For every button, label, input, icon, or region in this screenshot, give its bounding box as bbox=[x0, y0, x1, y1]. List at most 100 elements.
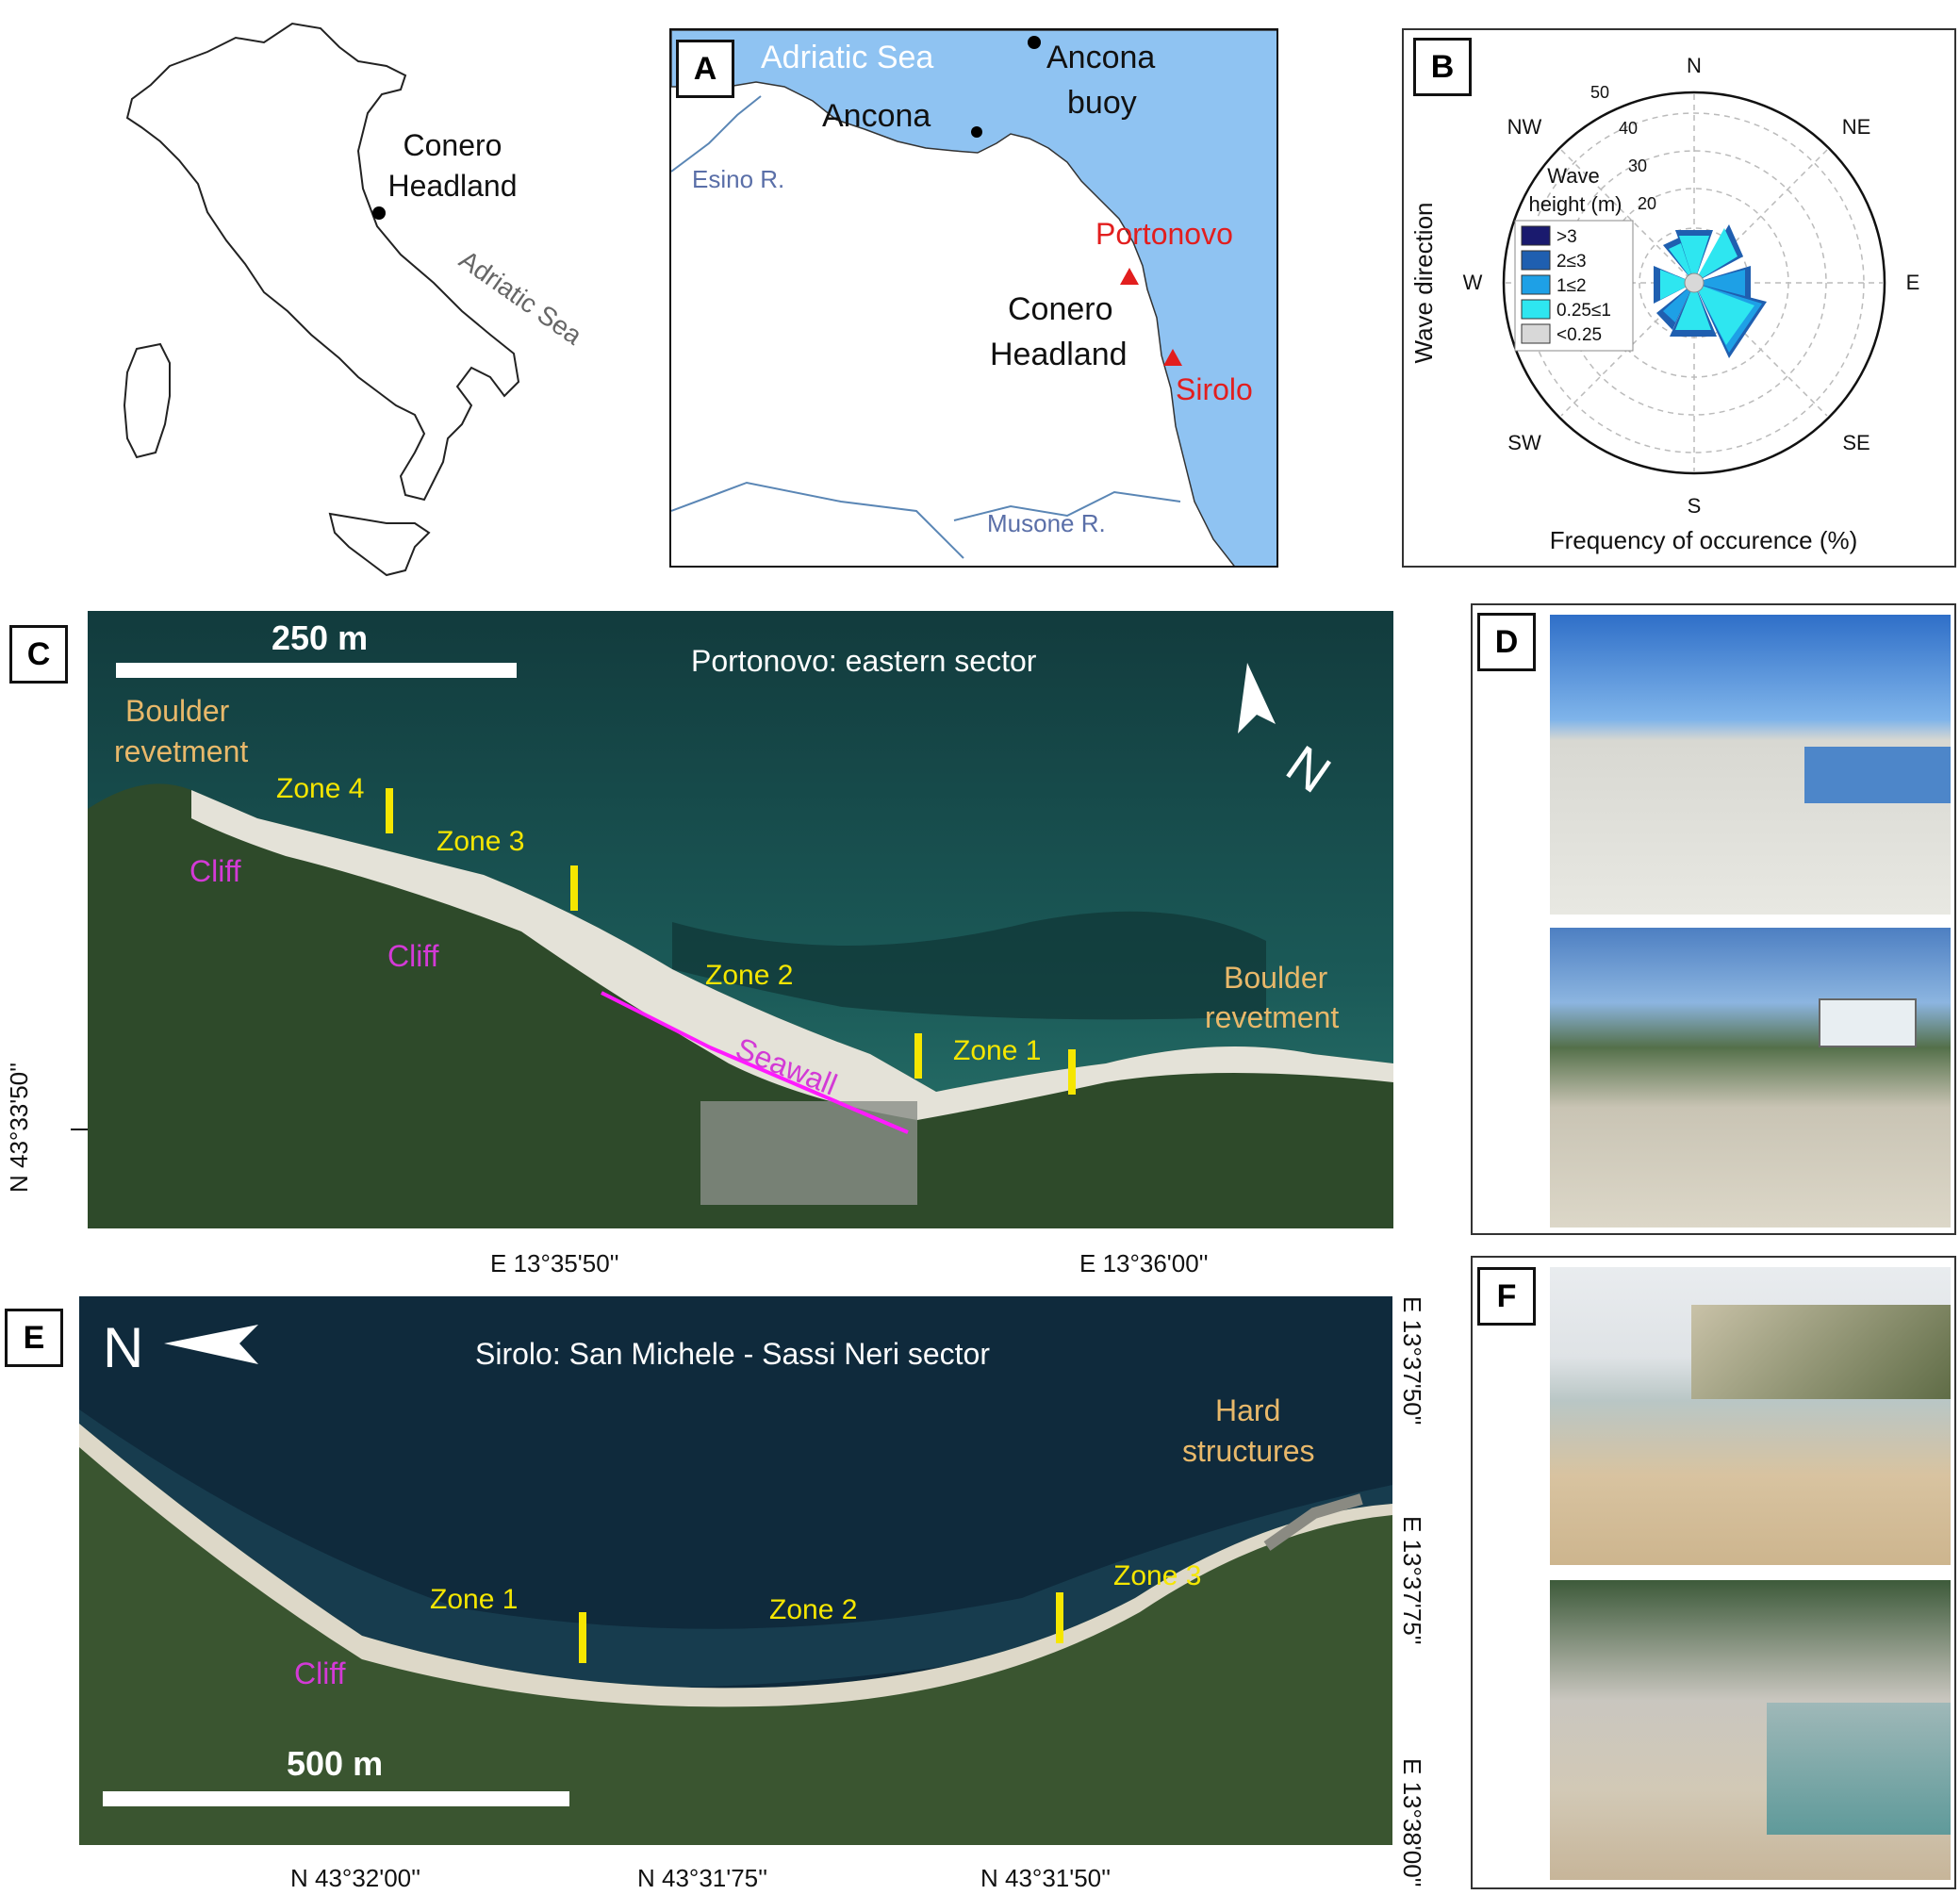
conero-marker bbox=[372, 206, 386, 220]
panel-e-north-label: N bbox=[103, 1316, 144, 1379]
panel-a-headland-2: Headland bbox=[990, 337, 1128, 372]
legend-swatch-3 bbox=[1521, 274, 1551, 295]
zone-marker-c-1 bbox=[386, 788, 393, 833]
petal-w-inner bbox=[1660, 270, 1694, 300]
petal-sw-inner bbox=[1663, 283, 1694, 322]
photo-f1 bbox=[1550, 1267, 1951, 1565]
photo-f2-sea bbox=[1767, 1703, 1951, 1835]
esino-label: Esino R. bbox=[692, 165, 785, 193]
legend-items: >3 2≤3 1≤2 0.25≤1 <0.25 bbox=[1521, 225, 1611, 345]
ring-label-50: 50 bbox=[1590, 83, 1609, 102]
zone-marker-c-3 bbox=[914, 1033, 922, 1079]
zone-markers-c bbox=[386, 788, 1076, 1095]
rose-outer bbox=[1502, 91, 1886, 475]
musone-label: Musone R. bbox=[987, 509, 1106, 537]
panel-a-letter: A bbox=[676, 40, 734, 98]
hard-structure-jetty bbox=[1263, 1493, 1363, 1551]
panel-e-terrain bbox=[79, 1296, 1392, 1845]
photo-d2-building bbox=[1819, 998, 1917, 1047]
dir-sw: SW bbox=[1507, 431, 1541, 454]
legend-label-1: >3 bbox=[1556, 227, 1577, 247]
panel-c-lon2: E 13°36'00'' bbox=[1079, 1249, 1209, 1277]
panel-e-lat2: N 43°31'75'' bbox=[637, 1864, 768, 1892]
panel-e-aerial-photo: N Sirolo: San Michele - Sassi Neri secto… bbox=[79, 1296, 1392, 1845]
boulder-label-2b: revetment bbox=[1205, 1000, 1340, 1034]
portonovo-marker bbox=[1120, 268, 1139, 285]
land-e bbox=[79, 1424, 1392, 1845]
beach-e bbox=[79, 1424, 1392, 1707]
photo-f1-cliff bbox=[1691, 1305, 1951, 1399]
panel-e-letter: E bbox=[5, 1309, 63, 1367]
panel-a-map: A Adriatic Sea Ancona buoy Ancona Esino … bbox=[669, 28, 1278, 568]
panel-d-photos: D bbox=[1471, 603, 1956, 1235]
hard-structures-label-2: structures bbox=[1182, 1434, 1315, 1468]
seagrass-patch bbox=[672, 911, 1266, 1020]
photo-d1-sea bbox=[1804, 747, 1951, 803]
boulder-label-2a: Boulder bbox=[1224, 961, 1328, 995]
panel-e-lon3: E 13°38'00'' bbox=[1398, 1758, 1426, 1887]
panel-c-lat-tick bbox=[71, 1129, 88, 1130]
sirolo-marker bbox=[1163, 349, 1182, 366]
panel-e-title: Sirolo: San Michele - Sassi Neri sector bbox=[475, 1337, 990, 1371]
zone3-label-e: Zone 3 bbox=[1113, 1560, 1202, 1591]
zone2-label-e: Zone 2 bbox=[769, 1594, 858, 1625]
ring-label-20: 20 bbox=[1638, 194, 1656, 213]
panel-e-scale-label: 500 m bbox=[287, 1744, 384, 1783]
north-arrow-e-shape bbox=[164, 1325, 258, 1364]
boulder-label-1b: revetment bbox=[114, 734, 249, 768]
sea-area bbox=[671, 30, 1276, 566]
panel-e-lon2: E 13°37'75'' bbox=[1398, 1516, 1426, 1645]
sardinia bbox=[123, 342, 171, 459]
shallow-water-e bbox=[79, 1409, 1392, 1689]
wave-direction-ylabel: Wave direction bbox=[1409, 203, 1438, 364]
buildings-c bbox=[700, 1101, 917, 1205]
panel-c-lon1: E 13°35'50'' bbox=[490, 1249, 619, 1277]
sirolo-label: Sirolo bbox=[1176, 372, 1253, 406]
scale-bar-c bbox=[116, 663, 517, 678]
zone1-label-e: Zone 1 bbox=[430, 1584, 519, 1615]
hard-structures-label-1: Hard bbox=[1215, 1393, 1281, 1427]
cliff-label-c2: Cliff bbox=[387, 939, 439, 973]
petal-nw-inner bbox=[1669, 243, 1694, 283]
panel-e-lat3: N 43°31'50'' bbox=[980, 1864, 1112, 1892]
zone-marker-c-2 bbox=[570, 865, 578, 911]
panel-f-photos: F bbox=[1471, 1256, 1956, 1889]
dir-w: W bbox=[1463, 271, 1483, 294]
legend-swatch-4 bbox=[1521, 299, 1551, 320]
legend-swatch-5 bbox=[1521, 323, 1551, 344]
italy-conero-label: Conero bbox=[404, 128, 502, 162]
petal-se-inner bbox=[1694, 283, 1754, 345]
photo-d1 bbox=[1550, 615, 1951, 915]
cliff-label-e: Cliff bbox=[294, 1656, 346, 1690]
panel-f-letter: F bbox=[1477, 1267, 1536, 1326]
seawall-line bbox=[601, 991, 909, 1134]
legend-label-4: 0.25≤1 bbox=[1556, 301, 1611, 321]
dir-nw: NW bbox=[1507, 115, 1542, 139]
photo-f2 bbox=[1550, 1580, 1951, 1880]
dir-e: E bbox=[1906, 271, 1920, 294]
petal-e-inner bbox=[1694, 270, 1745, 296]
legend-label-5: <0.25 bbox=[1556, 325, 1602, 345]
calm-center bbox=[1684, 272, 1705, 293]
beach-c bbox=[191, 790, 1393, 1120]
ring-label-40: 40 bbox=[1619, 119, 1638, 138]
buoy-label-2: buoy bbox=[1067, 85, 1137, 121]
zone4-label-c: Zone 4 bbox=[276, 773, 365, 804]
zone-marker-e-1 bbox=[579, 1612, 586, 1663]
dir-s: S bbox=[1688, 494, 1702, 518]
panel-c-lat: N 43°33'50'' bbox=[5, 1062, 33, 1193]
panel-c-title: Portonovo: eastern sector bbox=[691, 644, 1037, 678]
legend-title-1: Wave bbox=[1547, 164, 1599, 188]
petal-n-inner bbox=[1679, 236, 1709, 283]
dir-n: N bbox=[1687, 54, 1702, 77]
zone-marker-c-4 bbox=[1068, 1049, 1076, 1095]
zone2-label-c: Zone 2 bbox=[705, 960, 794, 991]
legend-label-3: 1≤2 bbox=[1556, 276, 1587, 296]
zone3-label-c: Zone 3 bbox=[436, 826, 525, 857]
panel-b-wave-rose: B bbox=[1402, 28, 1956, 568]
petal-ne-inner bbox=[1694, 228, 1738, 283]
panel-a-headland-1: Conero bbox=[1008, 291, 1113, 327]
north-arrow-c-shape bbox=[1238, 663, 1276, 733]
scale-bar-e bbox=[103, 1791, 569, 1806]
italy-headland-label: Headland bbox=[388, 169, 518, 203]
